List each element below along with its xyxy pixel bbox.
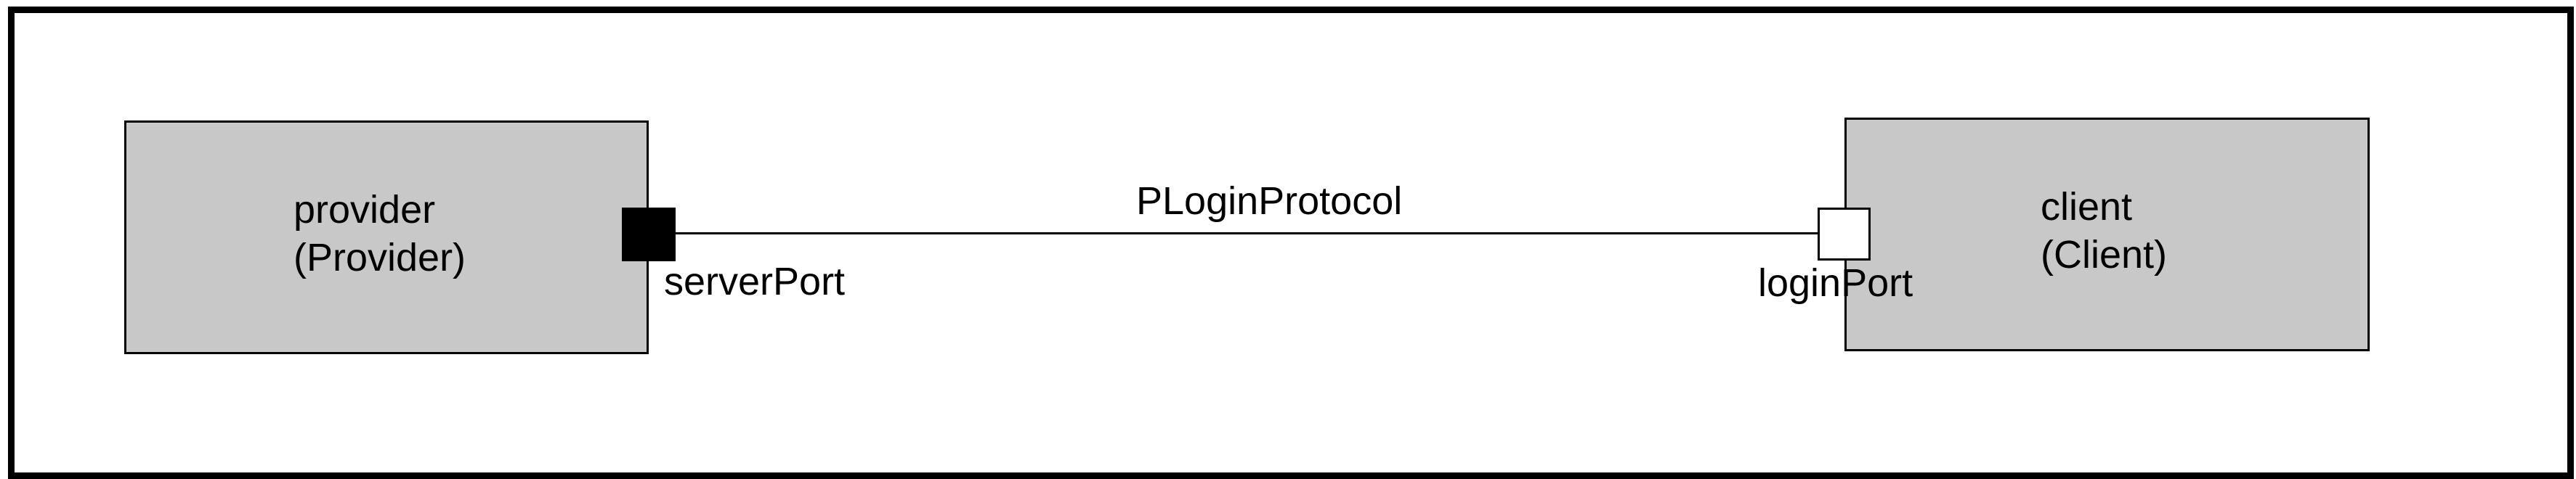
connector-label: PLoginProtocol (1136, 179, 1403, 223)
provider-component[interactable] (124, 120, 649, 354)
provider-name-label: provider (293, 188, 436, 232)
client-type-label: (Client) (2041, 233, 2168, 277)
connector-line[interactable] (674, 232, 1819, 234)
client-name-label: client (2041, 185, 2133, 229)
server-port-label: serverPort (664, 260, 846, 303)
login-port-label: loginPort (1758, 261, 1913, 305)
server-port[interactable] (622, 208, 676, 261)
login-port[interactable] (1818, 208, 1871, 261)
provider-type-label: (Provider) (293, 236, 466, 279)
client-component[interactable] (1844, 118, 2370, 351)
